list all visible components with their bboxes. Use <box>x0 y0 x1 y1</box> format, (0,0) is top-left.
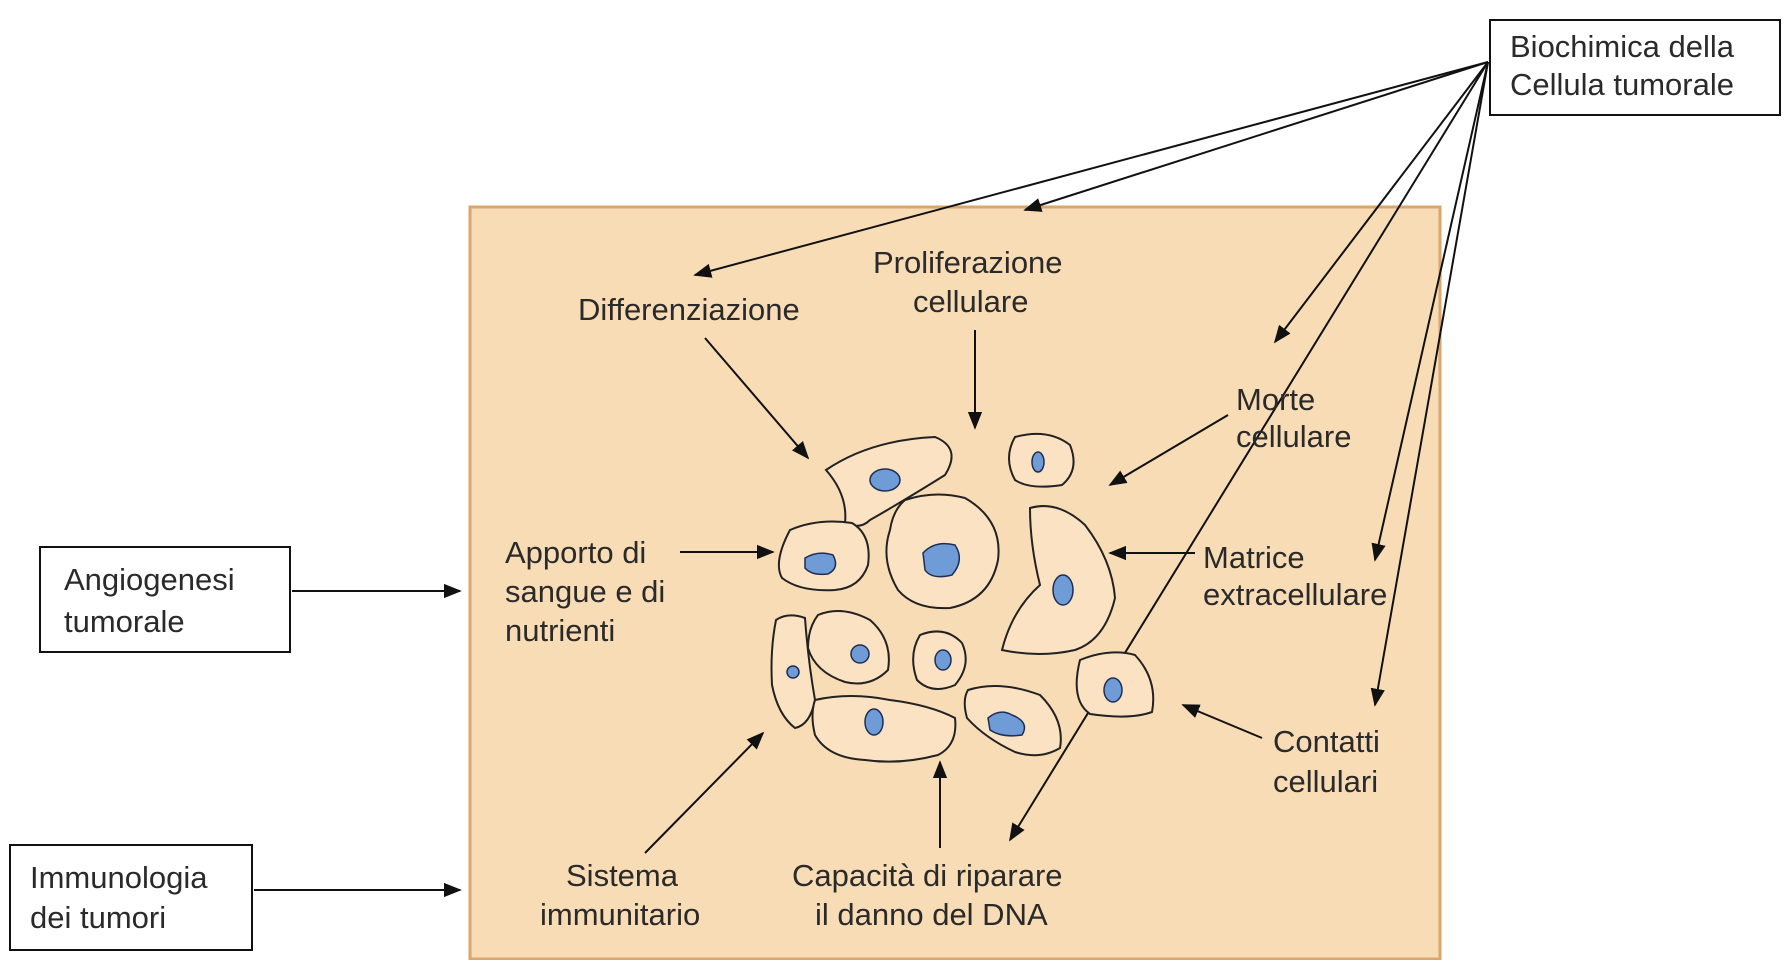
nucleus <box>865 709 883 735</box>
nucleus <box>870 469 900 491</box>
nucleus <box>787 666 799 678</box>
label-proliferazione-line1: Proliferazione <box>873 245 1063 280</box>
immunologia-label-line1: Immunologia <box>30 860 208 895</box>
nucleus <box>923 544 959 577</box>
label-proliferazione-line2: cellulare <box>913 284 1028 319</box>
label-sistema-line1: Sistema <box>566 858 679 893</box>
label-sistema-line2: immunitario <box>540 897 700 932</box>
nucleus <box>1104 678 1122 702</box>
label-matrice-line2: extracellulare <box>1203 577 1387 612</box>
biochimica-box: Biochimica della Cellula tumorale <box>1490 20 1780 115</box>
label-contatti-line2: cellulari <box>1273 764 1378 799</box>
label-differenziazione: Differenziazione <box>578 292 800 327</box>
angiogenesi-box: Angiogenesi tumorale <box>40 547 290 652</box>
nucleus <box>1053 575 1073 605</box>
biochimica-label-line2: Cellula tumorale <box>1510 67 1734 102</box>
biochimica-label-line1: Biochimica della <box>1510 29 1735 64</box>
immunologia-box: Immunologia dei tumori <box>10 845 252 950</box>
label-apporto-line3: nutrienti <box>505 613 615 648</box>
nucleus <box>805 553 836 574</box>
immunologia-label-line2: dei tumori <box>30 900 166 935</box>
nucleus <box>1032 452 1044 472</box>
label-matrice-line1: Matrice <box>1203 540 1305 575</box>
label-apporto-line2: sangue e di <box>505 574 665 609</box>
label-capacita-line2: il danno del DNA <box>815 897 1048 932</box>
label-apporto-line1: Apporto di <box>505 535 646 570</box>
arrow-to-proliferazione <box>1025 62 1488 210</box>
angiogenesi-label-line1: Angiogenesi <box>64 562 235 597</box>
label-morte-line2: cellulare <box>1236 419 1351 454</box>
label-capacita-line1: Capacità di riparare <box>792 858 1063 893</box>
angiogenesi-label-line2: tumorale <box>64 604 185 639</box>
nucleus <box>935 650 951 670</box>
label-contatti-line1: Contatti <box>1273 724 1380 759</box>
label-morte-line1: Morte <box>1236 382 1315 417</box>
nucleus <box>851 645 869 663</box>
